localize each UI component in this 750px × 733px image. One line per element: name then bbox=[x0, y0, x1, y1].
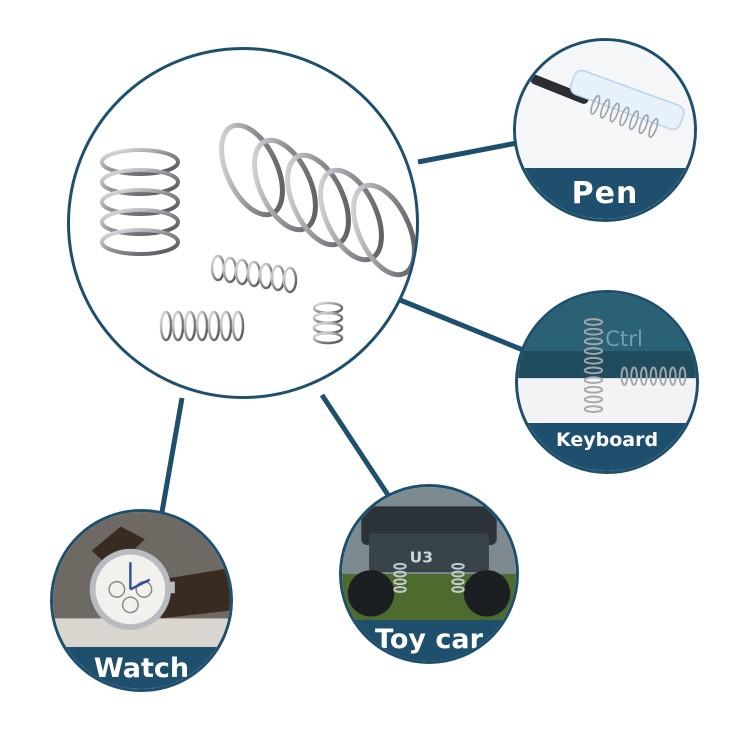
application-keyboard: Ctrl bbox=[515, 290, 699, 474]
spring-small-middle bbox=[210, 254, 298, 294]
application-pen: Pen bbox=[513, 38, 697, 222]
application-watch: Watch bbox=[50, 509, 233, 692]
application-label: Keyboard bbox=[518, 423, 696, 471]
application-label: Pen bbox=[516, 168, 694, 219]
application-toy-car: U3 Toy car bbox=[339, 484, 519, 664]
application-label: Watch bbox=[53, 647, 230, 689]
connector-keyboard bbox=[399, 297, 524, 353]
application-label: Toy car bbox=[342, 620, 516, 661]
springs-center-circle bbox=[67, 47, 419, 399]
connector-watch bbox=[159, 397, 185, 513]
spring-tiny bbox=[312, 301, 344, 345]
compression-springs-icon bbox=[100, 122, 416, 345]
spring-small-lower bbox=[159, 310, 245, 342]
connector-toycar bbox=[319, 393, 393, 500]
connector-pen bbox=[417, 140, 518, 165]
spring-large-left bbox=[100, 148, 180, 256]
svg-text:U3: U3 bbox=[410, 548, 433, 566]
spring-large-horizontal bbox=[219, 122, 416, 278]
svg-text:Ctrl: Ctrl bbox=[605, 327, 643, 352]
